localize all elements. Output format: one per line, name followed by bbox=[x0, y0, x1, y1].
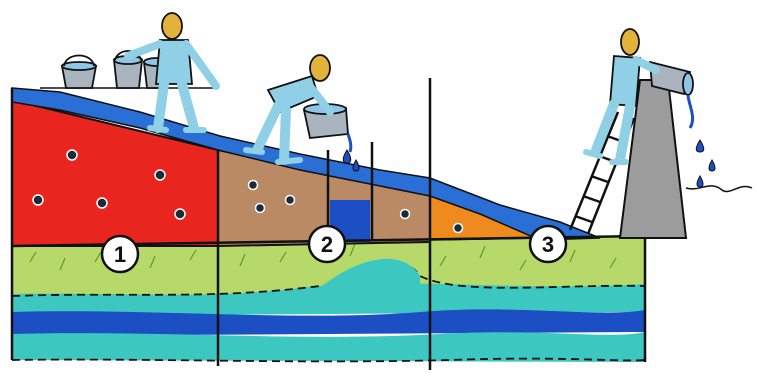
section-badge-2: 2 bbox=[309, 226, 345, 262]
water-drop-icon bbox=[696, 140, 704, 152]
section-number-2: 2 bbox=[321, 232, 333, 257]
section-number-3: 3 bbox=[542, 232, 554, 257]
water-drop-icon bbox=[709, 160, 715, 171]
lower-aquifer bbox=[12, 332, 645, 362]
water-drop-icon bbox=[353, 160, 359, 171]
water-drop-icon bbox=[343, 150, 351, 163]
section-badge-1: 1 bbox=[102, 236, 138, 272]
section-badge-3: 3 bbox=[530, 226, 566, 262]
water-drop-icon bbox=[697, 176, 703, 187]
tower-group bbox=[570, 80, 752, 238]
section-number-1: 1 bbox=[114, 242, 126, 267]
bucket-icon bbox=[62, 56, 96, 89]
